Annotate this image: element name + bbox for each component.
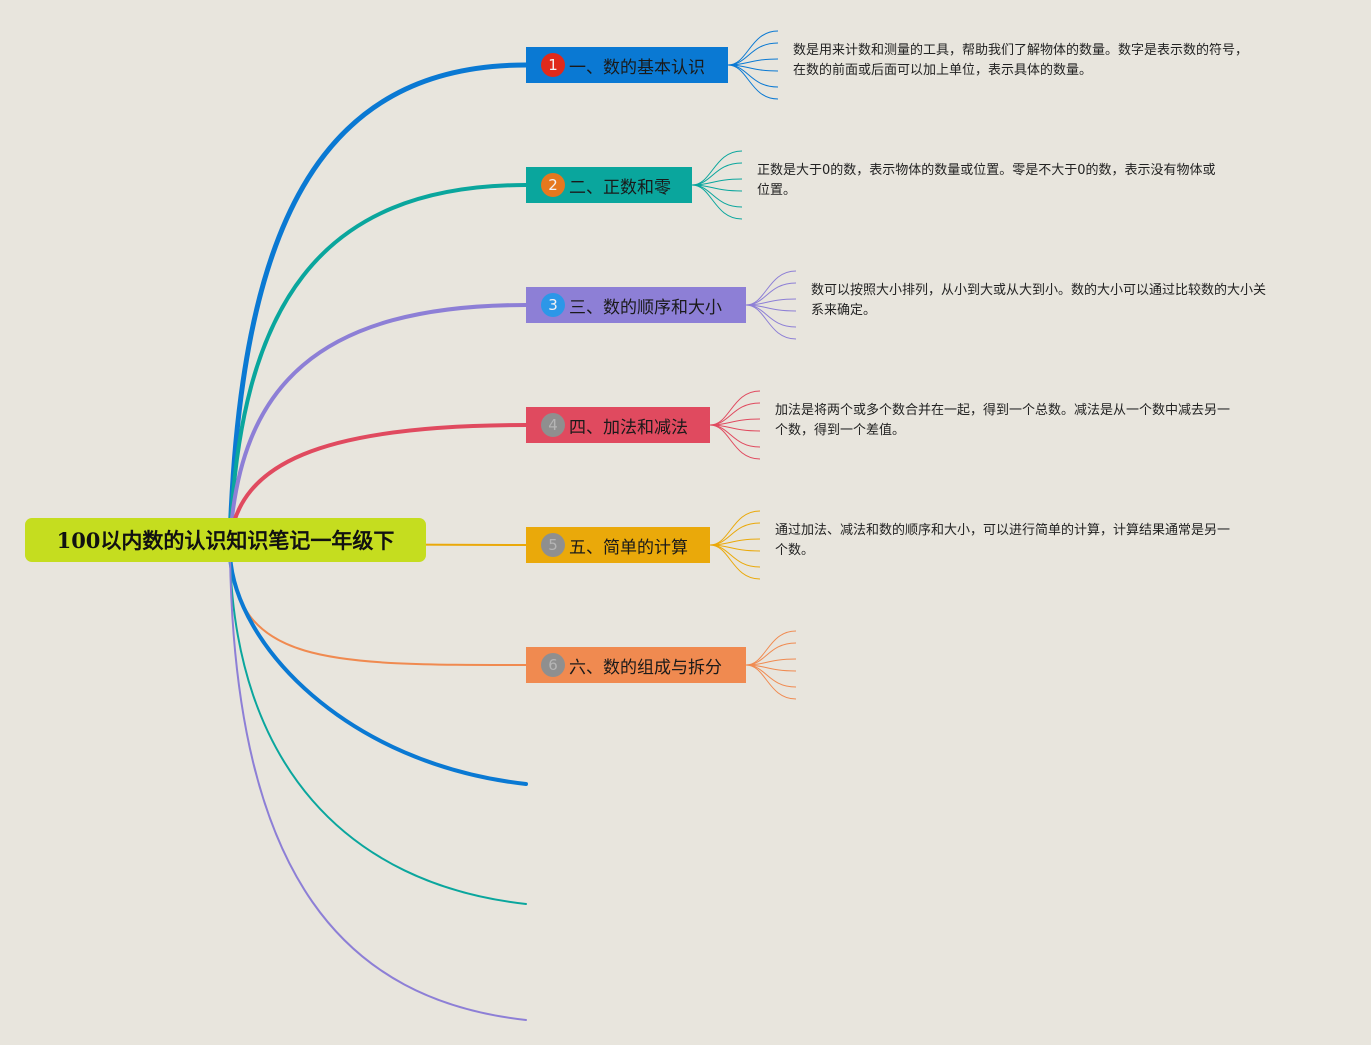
branch-label-2: 二、正数和零 [569, 177, 671, 198]
fan-line-6-6 [745, 664, 797, 700]
fan-line-5-6 [709, 544, 761, 580]
note-5-line-1: 通过加法、减法和数的顺序和大小，可以进行简单的计算，计算结果通常是另一 [775, 523, 1231, 538]
branch-node-6[interactable]: 6 六、数的组成与拆分 [526, 647, 746, 683]
note-2: 正数是大于0的数，表示物体的数量或位置。零是不大于0的数，表示没有物体或 位置。 [757, 161, 1216, 201]
root-node[interactable]: 100以内数的认识知识笔记一年级下 [25, 518, 426, 562]
branch-connector-6 [229, 549, 527, 666]
branch-node-3[interactable]: 3 三、数的顺序和大小 [526, 287, 746, 323]
branch-connector-3 [228, 303, 528, 542]
fan-line-3-1 [745, 270, 797, 306]
fan-line-4-3 [709, 418, 761, 426]
number-badge-1-icon: 1 [541, 53, 565, 77]
number-badge-5-icon: 5 [541, 533, 565, 557]
note-5-line-2: 个数。 [775, 543, 815, 558]
branch-connector-2 [228, 183, 528, 542]
fan-line-4-1 [709, 390, 761, 426]
note-4-line-2: 个数，得到一个差值。 [775, 423, 906, 438]
note-3-line-2: 系来确定。 [811, 303, 877, 318]
branch-label-4: 四、加法和减法 [569, 417, 688, 438]
branch-label-6: 六、数的组成与拆分 [569, 657, 722, 678]
number-badge-6-icon: 6 [541, 653, 565, 677]
note-1-line-2: 在数的前面或后面可以加上单位，表示具体的数量。 [793, 63, 1093, 78]
branch-label-5: 五、简单的计算 [569, 537, 688, 558]
note-2-line-2: 位置。 [757, 183, 797, 198]
root-title: 100以内数的认识知识笔记一年级下 [56, 528, 395, 553]
branch-connector-1 [227, 62, 529, 543]
branch-node-2[interactable]: 2 二、正数和零 [526, 167, 692, 203]
empty-branch-connector-3 [229, 554, 527, 1021]
note-5: 通过加法、减法和数的顺序和大小，可以进行简单的计算，计算结果通常是另一 个数。 [775, 521, 1230, 561]
fan-line-5-1 [709, 510, 761, 546]
fan-line-1-6 [727, 64, 779, 100]
fan-line-4-6 [709, 424, 761, 460]
fan-line-2-3 [691, 178, 743, 186]
note-4: 加法是将两个或多个数合并在一起，得到一个总数。减法是从一个数中减去另一 个数，得… [775, 401, 1230, 441]
note-3: 数可以按照大小排列，从小到大或从大到小。数的大小可以通过比较数的大小关 系来确定… [811, 281, 1266, 321]
number-badge-4-icon: 4 [541, 413, 565, 437]
note-1: 数是用来计数和测量的工具，帮助我们了解物体的数量。数字是表示数的符号， 在数的前… [793, 41, 1248, 81]
fan-line-3-3 [745, 298, 797, 306]
number-badge-2-icon: 2 [541, 173, 565, 197]
fan-line-6-1 [745, 630, 797, 666]
fan-line-1-1 [727, 30, 779, 66]
branch-node-5[interactable]: 5 五、简单的计算 [526, 527, 710, 563]
fan-line-2-1 [691, 150, 743, 186]
fan-line-1-3 [727, 58, 779, 66]
branch-node-4[interactable]: 4 四、加法和减法 [526, 407, 710, 443]
branch-connector-4 [228, 423, 528, 542]
empty-branch-connector-2 [229, 554, 527, 905]
note-4-line-1: 加法是将两个或多个数合并在一起，得到一个总数。减法是从一个数中减去另一 [775, 403, 1231, 418]
branch-label-1: 一、数的基本认识 [569, 57, 705, 78]
branch-node-1[interactable]: 1 一、数的基本认识 [526, 47, 728, 83]
fan-line-6-3 [745, 658, 797, 666]
note-1-line-1: 数是用来计数和测量的工具，帮助我们了解物体的数量。数字是表示数的符号， [793, 43, 1249, 58]
empty-branch-connector-1 [228, 553, 528, 786]
fan-line-2-6 [691, 184, 743, 220]
branch-label-3: 三、数的顺序和大小 [569, 297, 722, 318]
fan-line-5-3 [709, 538, 761, 546]
note-3-line-1: 数可以按照大小排列，从小到大或从大到小。数的大小可以通过比较数的大小关 [811, 283, 1267, 298]
number-badge-3-icon: 3 [541, 293, 565, 317]
note-2-line-1: 正数是大于0的数，表示物体的数量或位置。零是不大于0的数，表示没有物体或 [757, 163, 1216, 178]
fan-line-3-6 [745, 304, 797, 340]
